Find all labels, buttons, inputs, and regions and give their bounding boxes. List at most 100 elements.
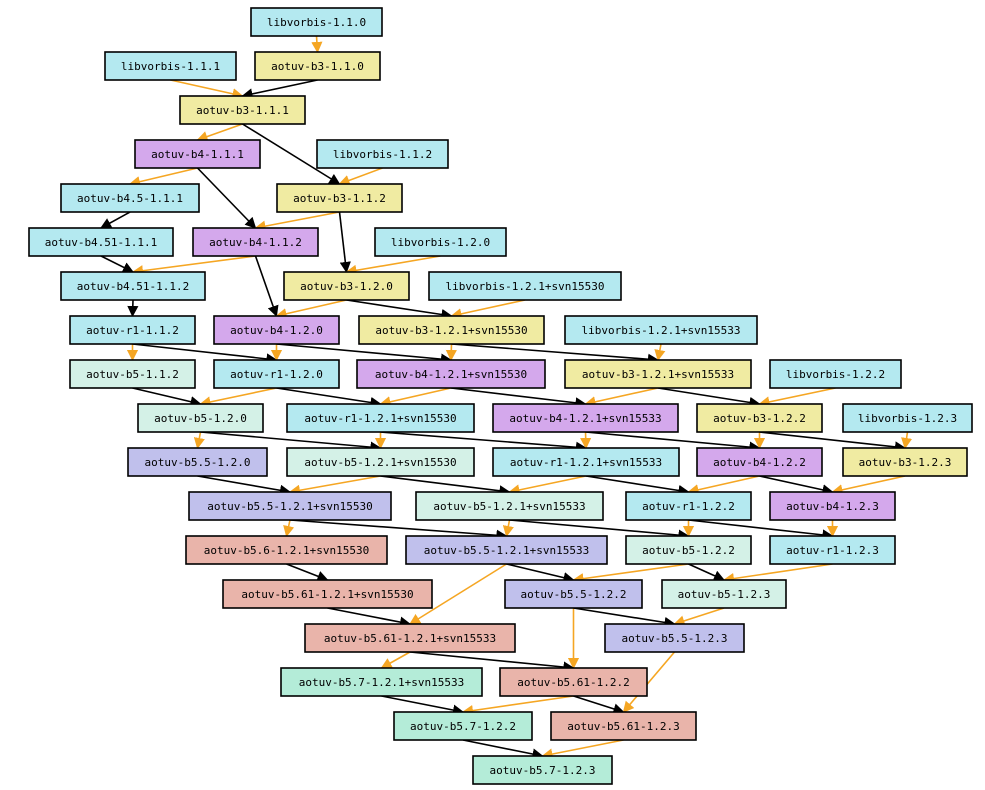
edge-b561_122-to-b561_123 <box>573 695 625 715</box>
node-b451_111: aotuv-b4.51-1.1.1 <box>28 227 174 257</box>
node-b55_121s33: aotuv-b5.5-1.2.1+svn15533 <box>405 535 608 565</box>
node-label: aotuv-b4-1.2.1+svn15530 <box>375 368 527 381</box>
edge-b5_121s33-to-b55_121s33 <box>502 519 514 538</box>
edge-b561_123-to-b57_123 <box>541 739 624 760</box>
node-label: aotuv-b4.51-1.1.1 <box>45 236 158 249</box>
node-box <box>280 667 483 697</box>
node-b5_123: aotuv-b5-1.2.3 <box>661 579 787 609</box>
node-label: libvorbis-1.1.2 <box>333 148 432 161</box>
edge-lv120-to-b3_120 <box>345 255 441 276</box>
node-box <box>393 711 533 741</box>
node-label: aotuv-r1-1.2.1+svn15533 <box>510 456 662 469</box>
node-box <box>374 227 507 257</box>
edge-b561_122-to-b57_122 <box>461 695 574 717</box>
node-label: aotuv-b5.5-1.2.1+svn15530 <box>207 500 373 513</box>
node-label: libvorbis-1.2.2 <box>786 368 885 381</box>
node-box <box>60 271 206 301</box>
node-box <box>661 579 787 609</box>
node-box <box>137 403 264 433</box>
edge-b4_121s33-to-b4_122 <box>585 431 761 453</box>
node-label: aotuv-b5.7-1.2.3 <box>490 764 596 777</box>
node-b45_111: aotuv-b4.5-1.1.1 <box>60 183 200 213</box>
edge-lv121s33-to-b3_121s33 <box>654 343 666 362</box>
node-b5_120: aotuv-b5-1.2.0 <box>137 403 264 433</box>
edge-lv123-to-b3_123 <box>901 431 913 450</box>
edge-b561_121s33-to-b57_121s33 <box>380 651 411 669</box>
node-b57_121s33: aotuv-b5.7-1.2.1+svn15533 <box>280 667 483 697</box>
node-box <box>769 491 896 521</box>
node-b55_121s30: aotuv-b5.5-1.2.1+svn15530 <box>188 491 392 521</box>
node-box <box>276 183 403 213</box>
node-label: aotuv-b3-1.2.1+svn15533 <box>582 368 734 381</box>
node-box <box>185 535 388 565</box>
node-box <box>696 403 823 433</box>
edge-r1_122-to-r1_123 <box>688 519 834 541</box>
node-label: libvorbis-1.2.1+svn15530 <box>446 280 605 293</box>
edge-b4_120-to-b4_121s30 <box>276 343 453 365</box>
node-b5_122: aotuv-b5-1.2.2 <box>625 535 752 565</box>
node-label: aotuv-b4-1.1.1 <box>151 148 244 161</box>
node-box <box>127 447 268 477</box>
edge-b451_111-to-b451_112 <box>100 255 135 273</box>
edge-b5_112-to-b5_120 <box>132 387 202 408</box>
edge-b3_123-to-b4_123 <box>831 475 906 496</box>
node-b4_121s33: aotuv-b4-1.2.1+svn15533 <box>492 403 679 433</box>
node-b561_121s30: aotuv-b5.61-1.2.1+svn15530 <box>222 579 433 609</box>
node-label: aotuv-b5.6-1.2.1+svn15530 <box>204 544 370 557</box>
node-b57_122: aotuv-b5.7-1.2.2 <box>393 711 533 741</box>
edge-b451_112-to-r1_112 <box>127 299 139 318</box>
edge-lv122-to-b3_122 <box>758 387 836 408</box>
node-label: aotuv-b3-1.2.0 <box>300 280 393 293</box>
node-box <box>286 447 475 477</box>
node-box <box>415 491 604 521</box>
edge-b5_122-to-b55_122 <box>572 563 689 585</box>
node-b3_122: aotuv-b3-1.2.2 <box>696 403 823 433</box>
node-label: libvorbis-1.1.1 <box>121 60 220 73</box>
node-lv120: libvorbis-1.2.0 <box>374 227 507 257</box>
edge-b4_112-to-b451_112 <box>131 255 256 277</box>
edge-b55_122-to-b55_123 <box>573 607 676 628</box>
node-box <box>625 491 752 521</box>
node-label: aotuv-b5.5-1.2.1+svn15533 <box>424 544 590 557</box>
nodes-layer: libvorbis-1.1.0 libvorbis-1.1.1 aotuv-b3-1… <box>28 7 973 785</box>
node-label: libvorbis-1.1.0 <box>267 16 366 29</box>
node-r1_112: aotuv-r1-1.1.2 <box>69 315 196 345</box>
edge-b3_112-to-b4_112 <box>254 211 340 232</box>
node-box <box>356 359 546 389</box>
node-label: aotuv-b4.51-1.1.2 <box>77 280 190 293</box>
node-label: aotuv-b5.5-1.2.0 <box>145 456 251 469</box>
node-box <box>696 447 823 477</box>
edge-b55_121s30-to-b56_121s30 <box>283 519 295 538</box>
node-box <box>304 623 516 653</box>
node-box <box>283 271 410 301</box>
node-box <box>492 403 679 433</box>
edge-r1_123-to-b5_123 <box>722 563 833 585</box>
node-label: aotuv-b3-1.1.0 <box>271 60 364 73</box>
node-r1_120: aotuv-r1-1.2.0 <box>213 359 340 389</box>
edge-b3_112-to-b3_120 <box>338 211 351 274</box>
node-box <box>504 579 643 609</box>
node-b561_123: aotuv-b5.61-1.2.3 <box>550 711 697 741</box>
node-box <box>564 315 758 345</box>
node-box <box>492 447 680 477</box>
node-box <box>213 359 340 389</box>
node-b57_123: aotuv-b5.7-1.2.3 <box>472 755 613 785</box>
node-b3_121s30: aotuv-b3-1.2.1+svn15530 <box>358 315 545 345</box>
node-b4_123: aotuv-b4-1.2.3 <box>769 491 896 521</box>
edge-b5_121s30-to-b5_121s33 <box>380 475 511 497</box>
node-box <box>499 667 648 697</box>
node-r1_122: aotuv-r1-1.2.2 <box>625 491 752 521</box>
edge-b45_111-to-b451_111 <box>100 211 131 229</box>
node-box <box>69 315 196 345</box>
edge-b4_121s33-to-r1_121s33 <box>580 431 592 450</box>
edge-b561_121s30-to-b561_121s33 <box>327 607 412 628</box>
edges-layer <box>100 35 913 760</box>
edge-b4_111-to-b4_112 <box>196 167 257 229</box>
node-label: aotuv-b5-1.1.2 <box>86 368 179 381</box>
node-label: aotuv-b5-1.2.1+svn15530 <box>304 456 456 469</box>
node-b4_122: aotuv-b4-1.2.2 <box>696 447 823 477</box>
edge-lv110-to-b3_110 <box>311 35 323 54</box>
node-b4_111: aotuv-b4-1.1.1 <box>134 139 261 169</box>
node-label: libvorbis-1.2.3 <box>858 412 957 425</box>
node-label: aotuv-b5.61-1.2.3 <box>567 720 680 733</box>
